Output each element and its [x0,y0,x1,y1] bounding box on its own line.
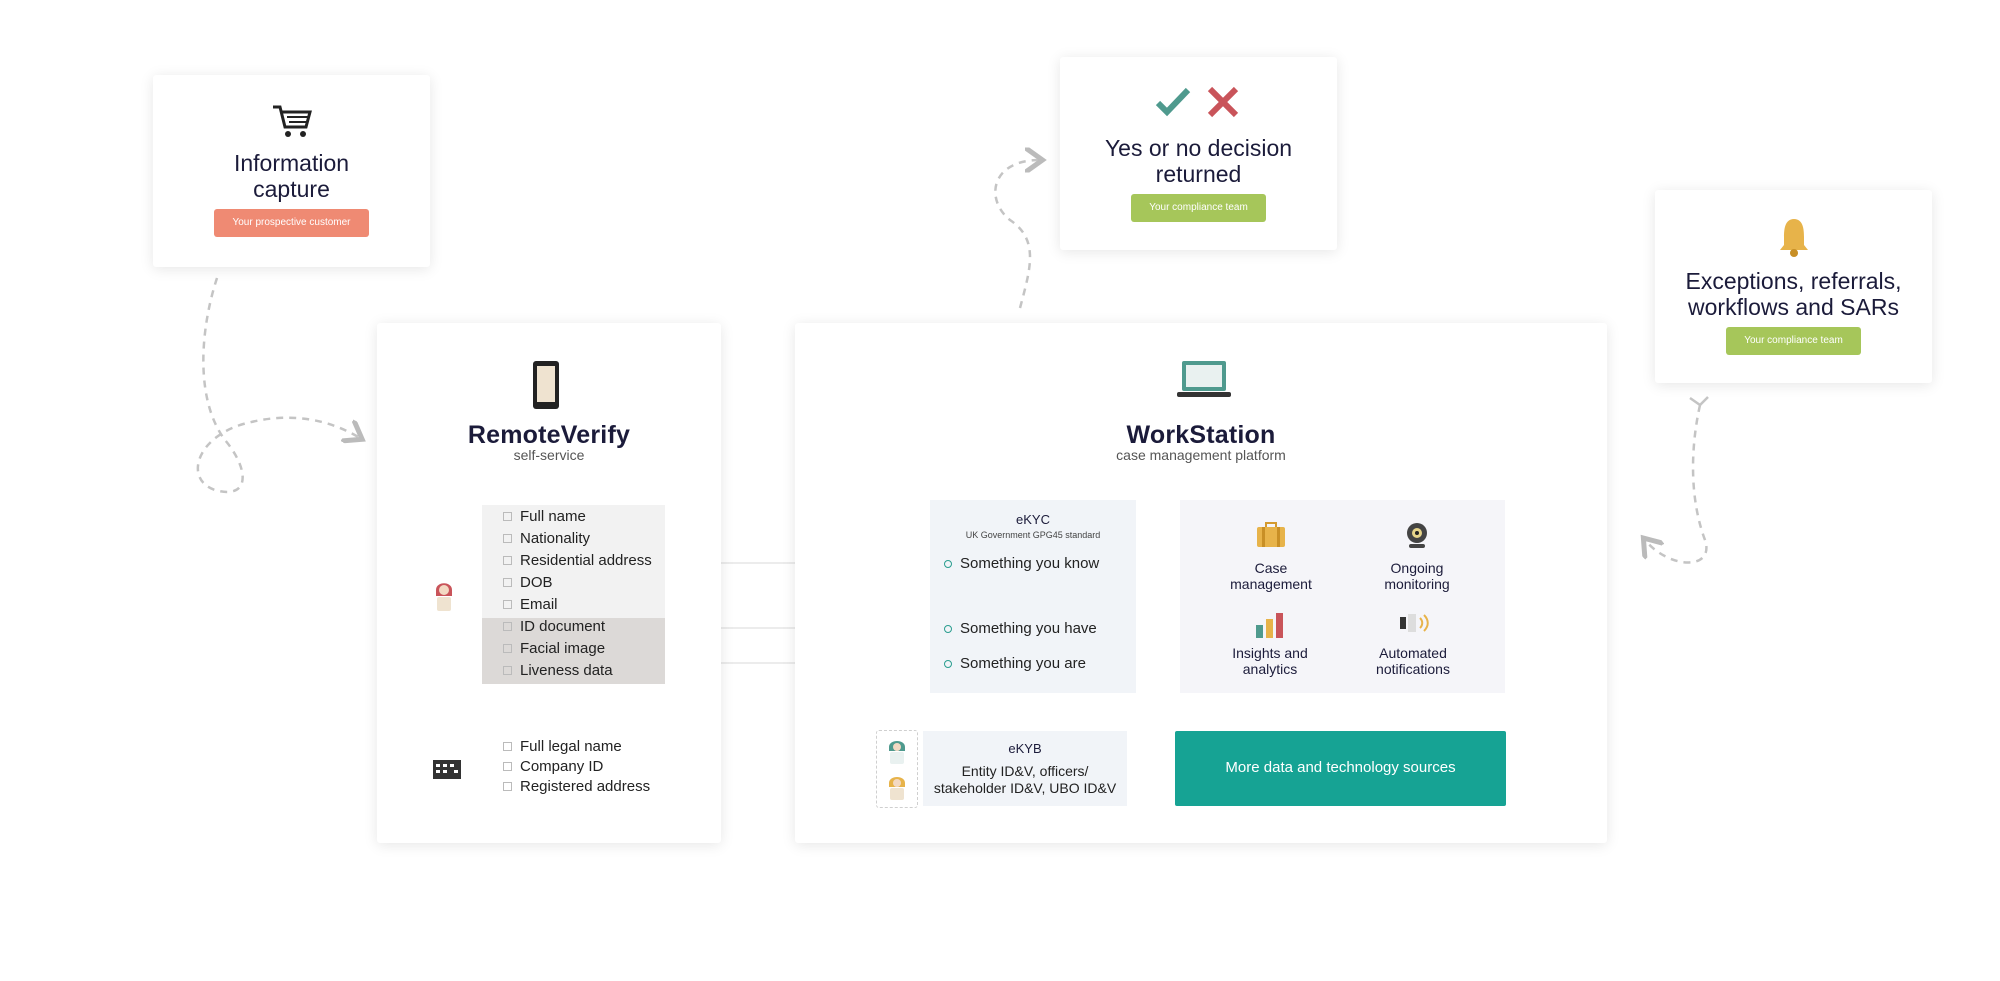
field-full-legal-name: Full legal name [503,738,622,755]
workstation-subtitle: case management platform [1116,447,1286,463]
ekyb-title: eKYB [1008,741,1042,756]
building-icon [432,758,462,780]
field-full-name: Full name [503,508,586,525]
decision-card: Yes or no decision returned Your complia… [1060,57,1337,250]
webcam-icon [1403,521,1431,549]
prospective-customer-tag: Your prospective customer [214,209,369,237]
field-liveness-data: Liveness data [503,662,613,679]
ekyc-something-you-have: Something you have [944,620,1097,637]
ekyb-people-group [876,730,918,808]
decision-title-1: Yes or no decision [1104,135,1293,161]
checkmark-icon [1155,87,1191,117]
decision-title-2: returned [1155,161,1242,188]
dashed-arrow-exceptions [1645,404,1708,564]
field-nationality: Nationality [503,530,590,547]
field-residential-address: Residential address [503,552,652,569]
bar-chart-icon [1255,611,1285,639]
shopping-cart-icon [271,103,313,139]
person-teal-icon [886,737,908,765]
smartphone-icon [531,359,561,411]
ekyc-subtitle: UK Government GPG45 standard [965,530,1101,540]
ekyb-panel: eKYB Entity ID&V, officers/ stakeholder … [923,731,1127,806]
cross-icon [1206,85,1240,119]
dashed-arrow-capture [196,277,360,494]
briefcase-icon [1256,522,1286,548]
features-panel [1180,500,1505,693]
ekyc-something-you-know: Something you know [944,555,1099,572]
information-capture-card: Information capture Your prospective cus… [153,75,430,267]
ekyc-title: eKYC [1016,512,1050,527]
ekyc-panel: eKYC UK Government GPG45 standard [930,500,1136,693]
ekyc-something-you-are: Something you are [944,655,1086,672]
biometric-fields-background [482,618,665,684]
field-facial-image: Facial image [503,640,605,657]
exceptions-card: Exceptions, referrals, workflows and SAR… [1655,190,1932,383]
more-data-sources-label: More data and technology sources [1225,759,1456,776]
field-email: Email [503,596,558,613]
field-dob: DOB [503,574,553,591]
more-data-sources-box: More data and technology sources [1175,731,1506,806]
remoteverify-title: RemoteVerify [467,421,631,449]
compliance-team-tag: Your compliance team [1131,194,1266,222]
ekyb-description-2: stakeholder ID&V, UBO ID&V [933,779,1117,796]
exceptions-compliance-tag: Your compliance team [1726,327,1861,355]
remoteverify-subtitle: self-service [513,447,585,463]
dashed-arrow-decision [994,160,1040,309]
bell-icon [1778,217,1810,257]
exceptions-title-1: Exceptions, referrals, [1685,268,1902,294]
laptop-icon [1176,359,1232,401]
information-capture-title-1: Information [233,150,350,176]
field-id-document: ID document [503,618,605,635]
person-yellow-icon [886,773,908,801]
field-company-id: Company ID [503,758,603,775]
exceptions-title-2: workflows and SARs [1688,294,1899,321]
person-fields-background [482,505,665,618]
speaker-icon [1398,611,1432,635]
field-registered-address: Registered address [503,778,650,795]
information-capture-title-2: capture [253,176,330,203]
ekyb-description-1: Entity ID&V, officers/ [961,763,1089,779]
workstation-title: WorkStation [1126,421,1276,449]
person-icon [433,578,455,612]
